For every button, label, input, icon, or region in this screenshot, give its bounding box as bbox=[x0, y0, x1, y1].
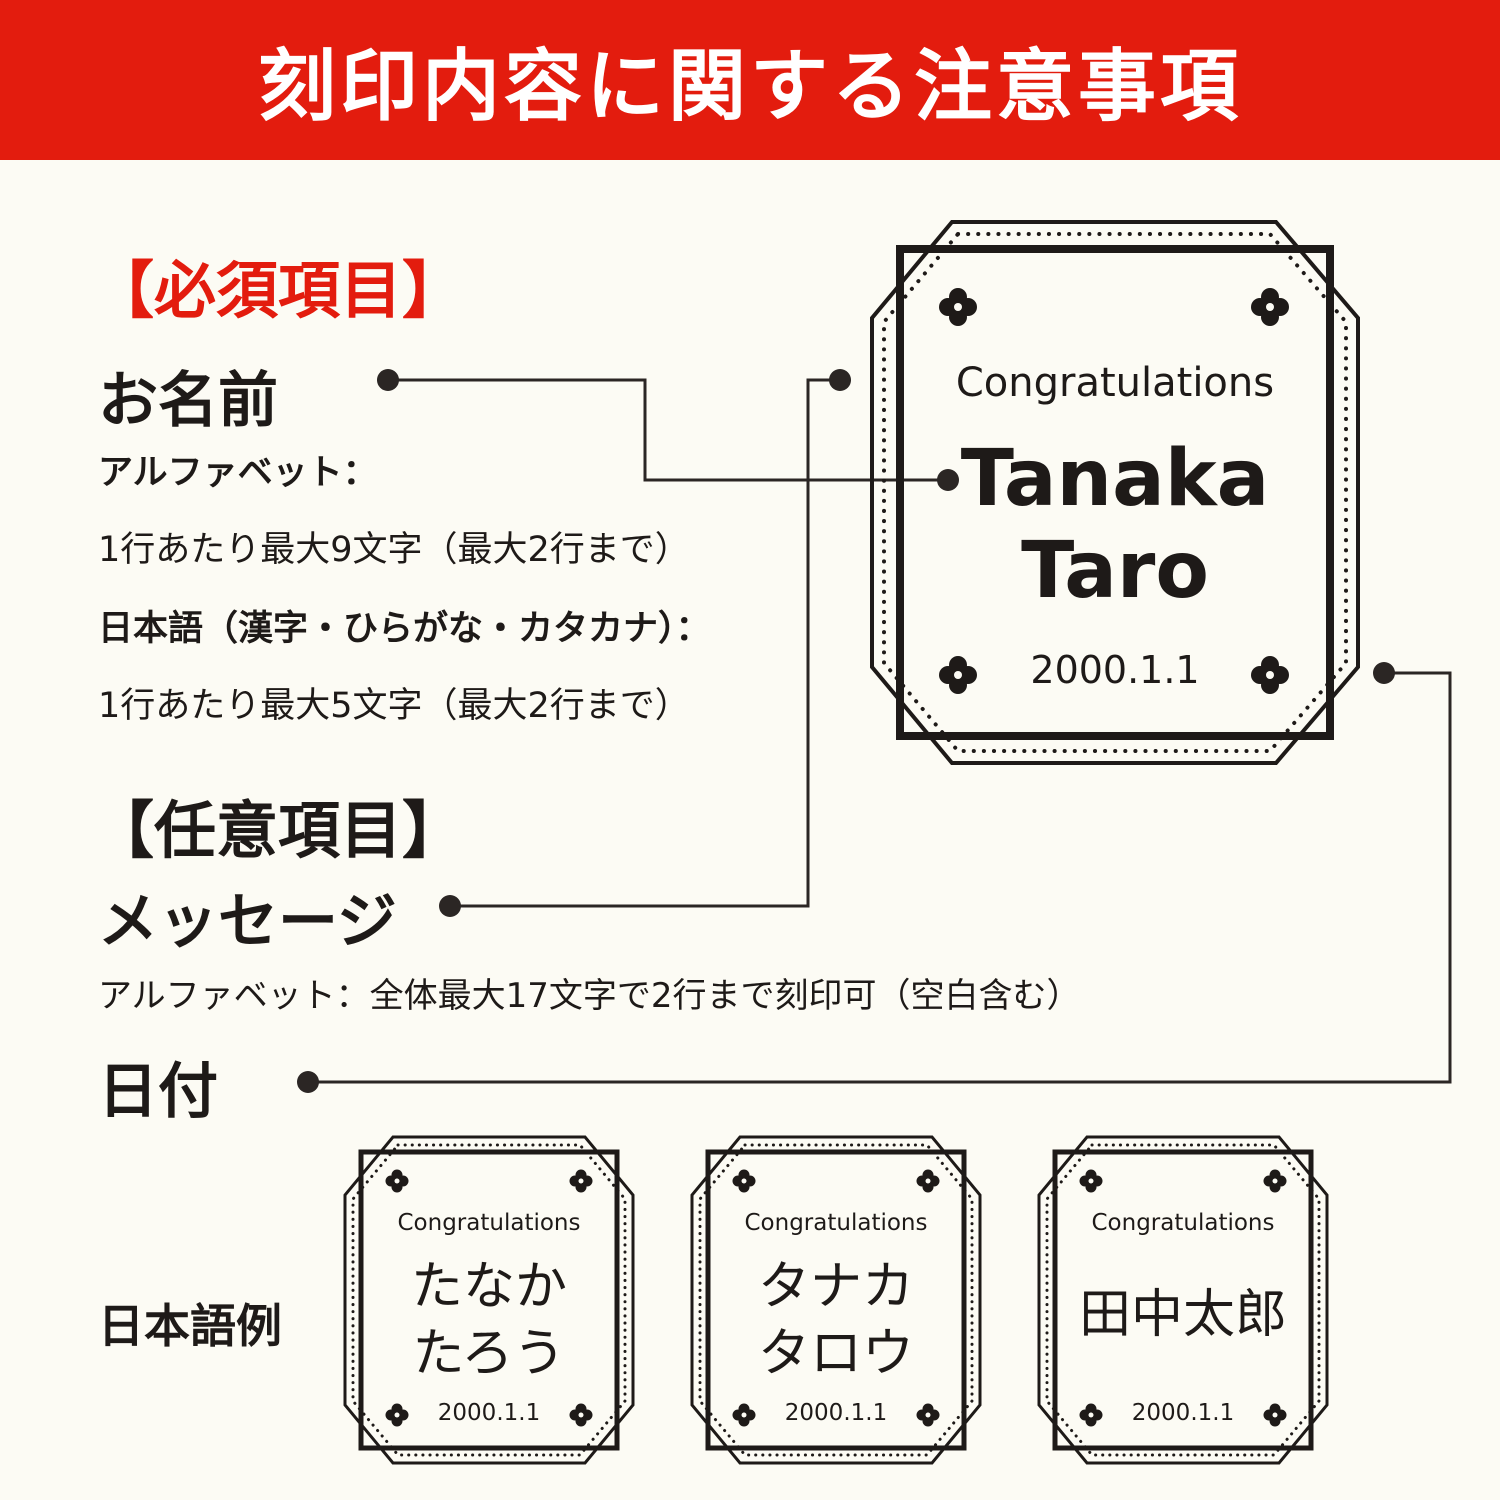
name-alphabet-rule: 1行あたり最大9文字（最大2行まで） bbox=[98, 530, 690, 570]
required-section-heading: 【必須項目】 bbox=[92, 254, 465, 327]
main-stamp-frame bbox=[870, 220, 1360, 765]
main-stamp-name-line1: Tanaka bbox=[960, 434, 1270, 524]
example-stamp-name-line2: たろう bbox=[412, 1324, 566, 1384]
date-item-label: 日付 bbox=[98, 1057, 218, 1127]
example-stamp-date: 2000.1.1 bbox=[784, 1400, 888, 1426]
message-rule: アルファベット：全体最大17文字で2行まで刻印可（空白含む） bbox=[98, 976, 1081, 1016]
example-stamp-name-line2: タロウ bbox=[757, 1324, 914, 1384]
name-connector-line bbox=[388, 378, 948, 482]
example-stamp-message: Congratulations bbox=[397, 1210, 581, 1236]
date-connector-line bbox=[308, 671, 1452, 1084]
example-stamp-name-line1: 田中太郎 bbox=[1078, 1285, 1287, 1345]
example-stamp-message: Congratulations bbox=[744, 1210, 928, 1236]
main-stamp-message: Congratulations bbox=[955, 360, 1275, 406]
main-stamp-name-line2: Taro bbox=[1021, 526, 1209, 616]
example-stamp-katakana: Congratulations タナカ タロウ 2000.1.1 bbox=[708, 1135, 964, 1465]
main-stamp-text: Congratulations Tanaka Taro 2000.1.1 bbox=[900, 220, 1330, 765]
message-item-label: メッセージ bbox=[98, 887, 397, 957]
message-connector-dot-left bbox=[439, 895, 461, 917]
name-connector-dot-right bbox=[937, 469, 959, 491]
example-stamp-date: 2000.1.1 bbox=[1131, 1400, 1235, 1426]
message-connector-line bbox=[450, 378, 840, 908]
name-item-label: お名前 bbox=[98, 366, 278, 436]
example-stamp-frame-hiragana bbox=[343, 1135, 635, 1465]
header-banner: 刻印内容に関する注意事項 bbox=[0, 0, 1500, 160]
japanese-example-label: 日本語例 bbox=[98, 1299, 282, 1353]
optional-section-heading: 【任意項目】 bbox=[92, 794, 465, 867]
flower-ornaments bbox=[939, 288, 1289, 694]
example-stamp-frame-kanji bbox=[1037, 1135, 1329, 1465]
example-stamp-date: 2000.1.1 bbox=[437, 1400, 541, 1426]
page-title: 刻印内容に関する注意事項 bbox=[257, 42, 1242, 132]
message-connector-dot-right bbox=[829, 369, 851, 391]
example-stamp-kanji: Congratulations 田中太郎 2000.1.1 bbox=[1055, 1135, 1311, 1465]
example-stamp-hiragana: Congratulations たなか たろう 2000.1.1 bbox=[361, 1135, 617, 1465]
name-japanese-label: 日本語（漢字・ひらがな・カタカナ）： bbox=[98, 609, 711, 649]
date-connector-dot-right bbox=[1373, 662, 1395, 684]
example-stamp-frame-katakana bbox=[690, 1135, 982, 1465]
example-stamp-message: Congratulations bbox=[1091, 1210, 1275, 1236]
name-japanese-rule: 1行あたり最大5文字（最大2行まで） bbox=[98, 686, 690, 726]
example-stamp-name-line1: タナカ bbox=[757, 1257, 914, 1317]
date-connector-dot-left bbox=[297, 1071, 319, 1093]
name-connector-dot-left bbox=[377, 369, 399, 391]
example-stamp-name-line1: たなか bbox=[410, 1257, 567, 1317]
main-stamp-date: 2000.1.1 bbox=[1030, 648, 1200, 692]
name-alphabet-label: アルファベット： bbox=[98, 453, 378, 493]
